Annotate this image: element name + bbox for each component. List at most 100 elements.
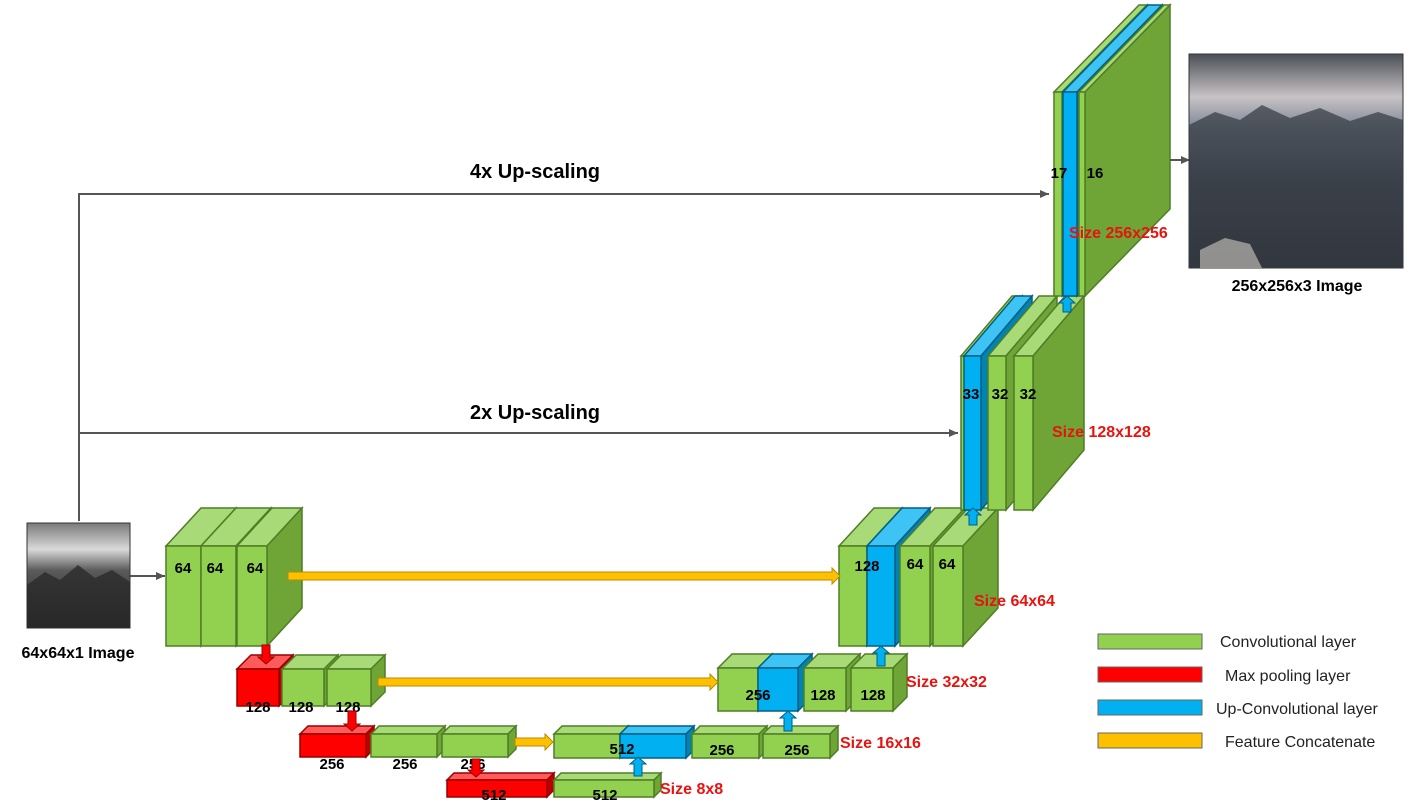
upconv-arrow-16to32 [778, 710, 798, 732]
dec3-block-2-channels: 256 [709, 742, 734, 759]
up4x-block-2: 16 [1077, 3, 1172, 298]
dec2-block-3-front [850, 667, 894, 712]
dec1-block-2-front [899, 545, 931, 647]
legend-label-conv: Convolutional layer [1220, 634, 1357, 651]
concat-arrow-level1 [287, 566, 841, 586]
enc3-block-1-top [369, 725, 447, 735]
up4x-skip-arrow [78, 190, 1049, 521]
size-label-128x128: Size 128x128 [1052, 424, 1151, 441]
up2x-block-3-channels: 32 [1020, 386, 1037, 403]
up2x-title: 2x Up-scaling [470, 402, 600, 424]
dec1-block-1-front [838, 545, 868, 647]
dec2-upconv-front [757, 667, 799, 712]
dec3-upconv-top [618, 725, 696, 735]
size-label-16x16: Size 16x16 [840, 735, 921, 752]
bottleneck-pool: 512 [445, 771, 556, 804]
enc1-block-2-channels: 64 [207, 560, 224, 577]
dec3-block-3-channels: 256 [784, 742, 809, 759]
dec3-block-1-top [552, 725, 630, 735]
dec1-concat-channels: 128 [854, 558, 879, 575]
enc3-pool-top [298, 725, 376, 735]
pool-arrow-2 [342, 710, 362, 732]
output-caption: 256x256x3 Image [1232, 278, 1363, 295]
upconv-arrow-8to16 [628, 756, 648, 777]
dec1-block-3-channels: 64 [939, 556, 956, 573]
legend-swatch-conv [1097, 633, 1203, 650]
dec2-block-2-channels: 128 [810, 687, 835, 704]
concat-arrow-level3 [514, 732, 554, 752]
up2x-upconv-front [963, 355, 982, 511]
enc2-pool-front [236, 668, 280, 707]
input-image [26, 522, 131, 629]
dec3-block-2-top [690, 725, 769, 735]
up4x-block-1-front [1053, 91, 1063, 297]
dec3-block-3-front [762, 733, 831, 759]
bottleneck-pool-top [445, 772, 556, 781]
enc3-block-1-channels: 256 [392, 756, 417, 773]
bottleneck-block: 512 [552, 771, 663, 804]
bottleneck-block-top [552, 772, 663, 781]
layer-blocks: 6464641281281282562562565125125122562562… [164, 3, 1172, 804]
enc3-block-2-front [441, 733, 509, 758]
enc3-block-1: 256 [369, 724, 447, 773]
enc2-block-1-channels: 128 [288, 699, 313, 716]
up2x-block-3-front [1013, 355, 1034, 511]
dec3-block-2-front [691, 733, 760, 759]
dec3-upconv-front [619, 733, 687, 759]
enc1-block-2-front [200, 545, 237, 647]
enc1-block-3-front [236, 545, 268, 647]
enc1-block-3: 64 [235, 506, 304, 648]
pool-arrow-3 [466, 758, 486, 778]
legend-swatch-upconv [1097, 699, 1203, 716]
enc2-block-2-front [326, 668, 372, 707]
legend-swatch-pool [1097, 666, 1203, 683]
size-label-8x8: Size 8x8 [660, 781, 723, 798]
up4x-concat-channels: 17 [1051, 165, 1068, 182]
legend-label-upconv: Up-Convolutional layer [1216, 701, 1379, 718]
enc1-block-1-channels: 64 [175, 560, 192, 577]
enc3-block-2-top [440, 725, 518, 735]
legend-label-concat: Feature Concatenate [1225, 734, 1375, 751]
bottleneck-pool-channels: 512 [481, 787, 506, 804]
input-caption: 64x64x1 Image [22, 645, 135, 662]
enc1-block-3-channels: 64 [247, 560, 264, 577]
bottleneck-block-front [553, 779, 655, 798]
up4x-title: 4x Up-scaling [470, 161, 600, 183]
legend-label-pool: Max pooling layer [1225, 668, 1351, 685]
up2x-concat-channels: 33 [963, 386, 980, 403]
size-label-256x256: Size 256x256 [1069, 225, 1168, 242]
concat-arrow-level2 [377, 672, 719, 692]
dec2-block-1-front [717, 667, 759, 712]
enc3-pool-front [299, 733, 367, 758]
legend: Convolutional layer Max pooling layer Up… [1097, 633, 1379, 751]
dec3-block-2: 256 [690, 724, 769, 760]
upconv-arrow-128to256 [1057, 295, 1077, 313]
dec1-upconv-front [866, 545, 896, 647]
pool-arrow-1 [256, 644, 276, 665]
enc3-pool: 256 [298, 724, 376, 773]
enc2-block-2: 128 [325, 653, 387, 716]
flow-arrows [256, 295, 1077, 778]
enc2-pool-channels: 128 [245, 699, 270, 716]
dec3-upconv [618, 724, 696, 760]
enc2-block-1-front [281, 668, 325, 707]
size-label-64x64: Size 64x64 [974, 593, 1055, 610]
upconv-arrow-64to128 [963, 507, 983, 526]
dec2-block-3-channels: 128 [860, 687, 885, 704]
enc3-pool-channels: 256 [319, 756, 344, 773]
size-label-32x32: Size 32x32 [906, 674, 987, 691]
upconv-arrow-32to64 [871, 645, 891, 667]
legend-swatch-concat [1097, 732, 1203, 749]
up2x-block-2-channels: 32 [992, 386, 1009, 403]
enc1-block-1-front [165, 545, 202, 647]
dec3-block-3: 256 [761, 724, 840, 760]
bottleneck-pool-front [446, 779, 548, 798]
enc3-block-1-front [370, 733, 438, 758]
up4x-block-2-front [1078, 91, 1086, 297]
dec3-block-3-top [761, 725, 840, 735]
up4x-block-2-channels: 16 [1087, 165, 1104, 182]
up2x-block-2-front [987, 355, 1007, 511]
dec1-block-3-front [932, 545, 964, 647]
dec2-concat-channels: 256 [745, 687, 770, 704]
